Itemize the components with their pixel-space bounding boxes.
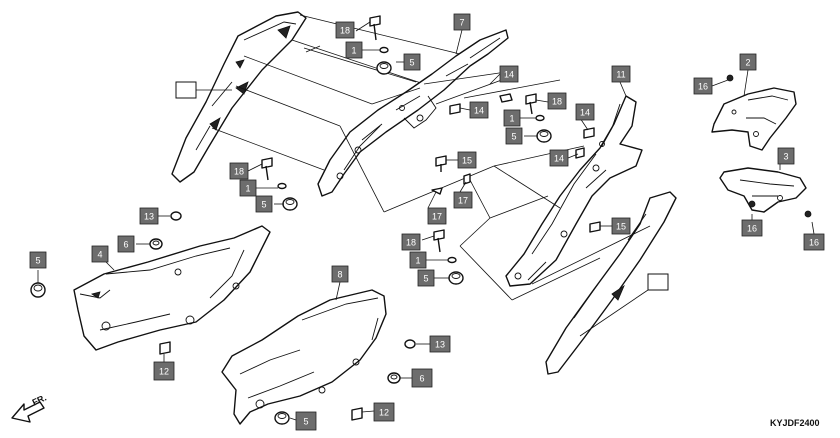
svg-text:15: 15 bbox=[462, 156, 472, 166]
callout-5: 5 bbox=[29, 251, 47, 269]
callout-12: 12 bbox=[373, 402, 395, 422]
rear-frame-cover-7 bbox=[317, 29, 509, 197]
callout-13: 13 bbox=[139, 207, 159, 225]
side-cover-8 bbox=[221, 289, 387, 425]
svg-text:7: 7 bbox=[459, 18, 464, 28]
svg-text:16: 16 bbox=[809, 238, 819, 248]
svg-text:18: 18 bbox=[340, 26, 350, 36]
svg-text:1: 1 bbox=[351, 46, 356, 56]
callout-6: 6 bbox=[411, 368, 433, 388]
svg-text:6: 6 bbox=[419, 374, 424, 384]
svg-text:13: 13 bbox=[435, 340, 445, 350]
projection-lines-right bbox=[459, 145, 651, 337]
callout-12: 12 bbox=[153, 361, 175, 381]
svg-text:14: 14 bbox=[474, 106, 484, 116]
unlabeled-box-right bbox=[647, 273, 669, 291]
svg-text:16: 16 bbox=[698, 82, 708, 92]
svg-text:18: 18 bbox=[552, 97, 562, 107]
bracket-3 bbox=[719, 167, 807, 213]
svg-text:1: 1 bbox=[509, 114, 514, 124]
svg-text:16: 16 bbox=[747, 224, 757, 234]
svg-text:12: 12 bbox=[159, 367, 169, 377]
callout-11: 11 bbox=[611, 65, 631, 83]
unlabeled-box-left bbox=[175, 81, 197, 99]
rear-frame-right-11 bbox=[505, 95, 643, 287]
svg-text:5: 5 bbox=[261, 200, 266, 210]
callout-18: 18 bbox=[335, 21, 355, 39]
svg-text:14: 14 bbox=[554, 154, 564, 164]
svg-text:1: 1 bbox=[415, 256, 420, 266]
svg-text:17: 17 bbox=[432, 212, 442, 222]
callout-16: 16 bbox=[741, 219, 763, 237]
svg-text:5: 5 bbox=[35, 256, 40, 266]
svg-text:17: 17 bbox=[458, 196, 468, 206]
callout-14: 14 bbox=[499, 65, 519, 83]
callout-7: 7 bbox=[453, 13, 471, 31]
callout-6: 6 bbox=[117, 235, 135, 253]
svg-text:14: 14 bbox=[580, 108, 590, 118]
callout-3: 3 bbox=[777, 147, 795, 165]
side-cover-4 bbox=[73, 225, 271, 351]
callout-14: 14 bbox=[575, 103, 595, 121]
callout-17: 17 bbox=[427, 207, 447, 225]
callout-2: 2 bbox=[739, 53, 757, 71]
svg-text:18: 18 bbox=[406, 238, 416, 248]
callout-16: 16 bbox=[803, 233, 825, 251]
hardware bbox=[30, 15, 812, 425]
svg-text:6: 6 bbox=[123, 240, 128, 250]
svg-text:5: 5 bbox=[511, 132, 516, 142]
callouts: 18 1 5 7 14 14 18 1 5 11 14 14 15 16 2 3… bbox=[29, 13, 825, 431]
callout-5: 5 bbox=[295, 411, 317, 431]
svg-text:13: 13 bbox=[144, 212, 154, 222]
callout-18: 18 bbox=[401, 233, 421, 251]
callout-15: 15 bbox=[611, 217, 631, 235]
callout-1: 1 bbox=[239, 179, 257, 197]
svg-text:5: 5 bbox=[303, 417, 308, 427]
callout-1: 1 bbox=[409, 251, 427, 269]
svg-text:4: 4 bbox=[97, 250, 102, 260]
svg-text:14: 14 bbox=[504, 70, 514, 80]
callout-5: 5 bbox=[417, 269, 435, 287]
callout-1: 1 bbox=[345, 41, 363, 59]
callout-13: 13 bbox=[429, 335, 451, 353]
svg-text:15: 15 bbox=[616, 222, 626, 232]
callout-17: 17 bbox=[453, 191, 473, 209]
front-direction-label: FR. bbox=[30, 392, 48, 408]
leader-lines bbox=[37, 21, 815, 421]
projection-lines-upper bbox=[211, 14, 461, 171]
callout-4: 4 bbox=[91, 245, 109, 263]
svg-text:8: 8 bbox=[337, 270, 342, 280]
callout-5: 5 bbox=[505, 127, 523, 145]
diagram-code: KYJDF2400 bbox=[770, 418, 820, 428]
callout-18: 18 bbox=[229, 162, 249, 180]
callout-14: 14 bbox=[469, 101, 489, 119]
bracket-2 bbox=[711, 87, 797, 151]
svg-text:1: 1 bbox=[245, 184, 250, 194]
callout-8: 8 bbox=[331, 265, 349, 283]
front-arrow-icon bbox=[11, 401, 45, 423]
svg-text:12: 12 bbox=[379, 408, 389, 418]
callout-5: 5 bbox=[255, 195, 273, 213]
svg-text:5: 5 bbox=[423, 274, 428, 284]
callout-18: 18 bbox=[547, 92, 567, 110]
callout-5: 5 bbox=[403, 53, 421, 71]
svg-text:3: 3 bbox=[783, 152, 788, 162]
callout-1: 1 bbox=[503, 109, 521, 127]
callout-16: 16 bbox=[693, 77, 713, 95]
callout-15: 15 bbox=[457, 151, 477, 169]
svg-text:11: 11 bbox=[616, 70, 625, 80]
svg-text:18: 18 bbox=[234, 167, 244, 177]
callout-14: 14 bbox=[549, 149, 569, 167]
svg-text:5: 5 bbox=[409, 58, 414, 68]
svg-text:2: 2 bbox=[745, 58, 750, 68]
